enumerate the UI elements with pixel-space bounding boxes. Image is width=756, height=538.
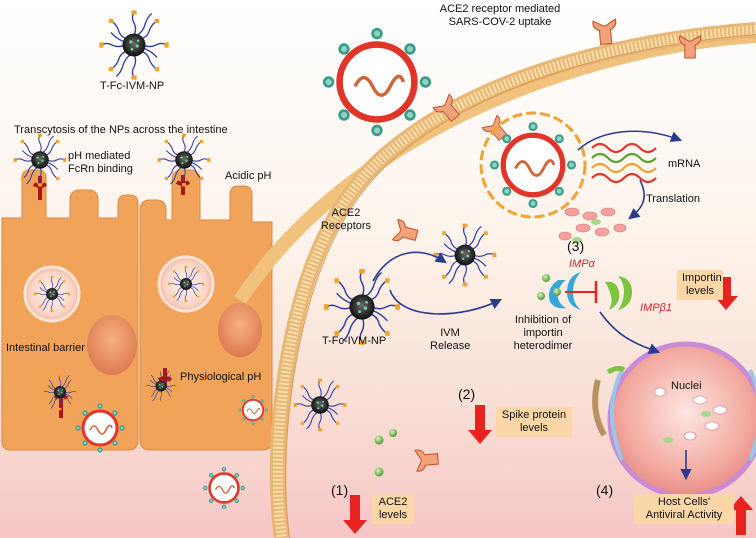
antiviral-activity-box: Host Cells' Antiviral Activity xyxy=(634,494,734,524)
np-label-left: T-Fc-IVM-NP xyxy=(100,80,165,92)
transcytosis-label: Transcytosis of the NPs across the intes… xyxy=(14,124,228,136)
spike-levels-l1: Spike protein xyxy=(501,409,567,421)
uptake-label-2: SARS-COV-2 uptake xyxy=(448,16,552,28)
spike-levels-l2: levels xyxy=(519,422,549,434)
uptake-label-1: ACE2 receptor mediated xyxy=(439,3,561,15)
ace2-receptors-label-1: ACE2 xyxy=(331,207,361,219)
nuclei-label: Nuclei xyxy=(671,380,702,392)
step-1-number: (1) xyxy=(331,482,349,498)
ivm-release-label-1: IVM xyxy=(440,327,460,339)
ace2-levels-l2: levels xyxy=(378,509,408,521)
physiological-ph-label: Physiological pH xyxy=(180,371,262,383)
translation-label: Translation xyxy=(646,193,701,205)
inhibition-label-2: importin xyxy=(523,327,563,339)
imp-alpha-label: IMPα xyxy=(569,258,595,270)
importin-levels-l1: Importin xyxy=(682,272,722,284)
mrna-label: mRNA xyxy=(668,158,701,170)
imp-beta-label: IMPβ1 xyxy=(640,302,672,314)
ivm-release-label-2: Release xyxy=(430,340,471,352)
inhibition-label-1: Inhibition of xyxy=(514,314,572,326)
step-2-number: (2) xyxy=(458,386,476,402)
acidic-ph-label: Acidic pH xyxy=(225,170,272,182)
importin-levels-l2: levels xyxy=(685,285,715,297)
spike-protein-levels-box: Spike protein levels xyxy=(496,407,572,437)
antiviral-l1: Host Cells' xyxy=(657,496,711,508)
intestinal-barrier-label: Intestinal barrier xyxy=(6,342,85,354)
inhibition-label-3: heterodimer xyxy=(513,340,573,352)
ace2-receptors-label-2: Receptors xyxy=(320,220,372,232)
step-3-number: (3) xyxy=(567,238,585,254)
np-label-right: T-Fc-IVM-NP xyxy=(322,335,387,347)
step-4-number: (4) xyxy=(596,482,614,498)
antiviral-l2: Antiviral Activity xyxy=(645,509,723,521)
ph-binding-label-1: pH mediated xyxy=(68,150,131,162)
ph-binding-label-2: FcRn binding xyxy=(68,163,133,175)
ace2-levels-box: ACE2 levels xyxy=(372,494,414,524)
importin-levels-box: Importin levels xyxy=(677,270,723,300)
ace2-levels-l1: ACE2 xyxy=(378,496,408,508)
